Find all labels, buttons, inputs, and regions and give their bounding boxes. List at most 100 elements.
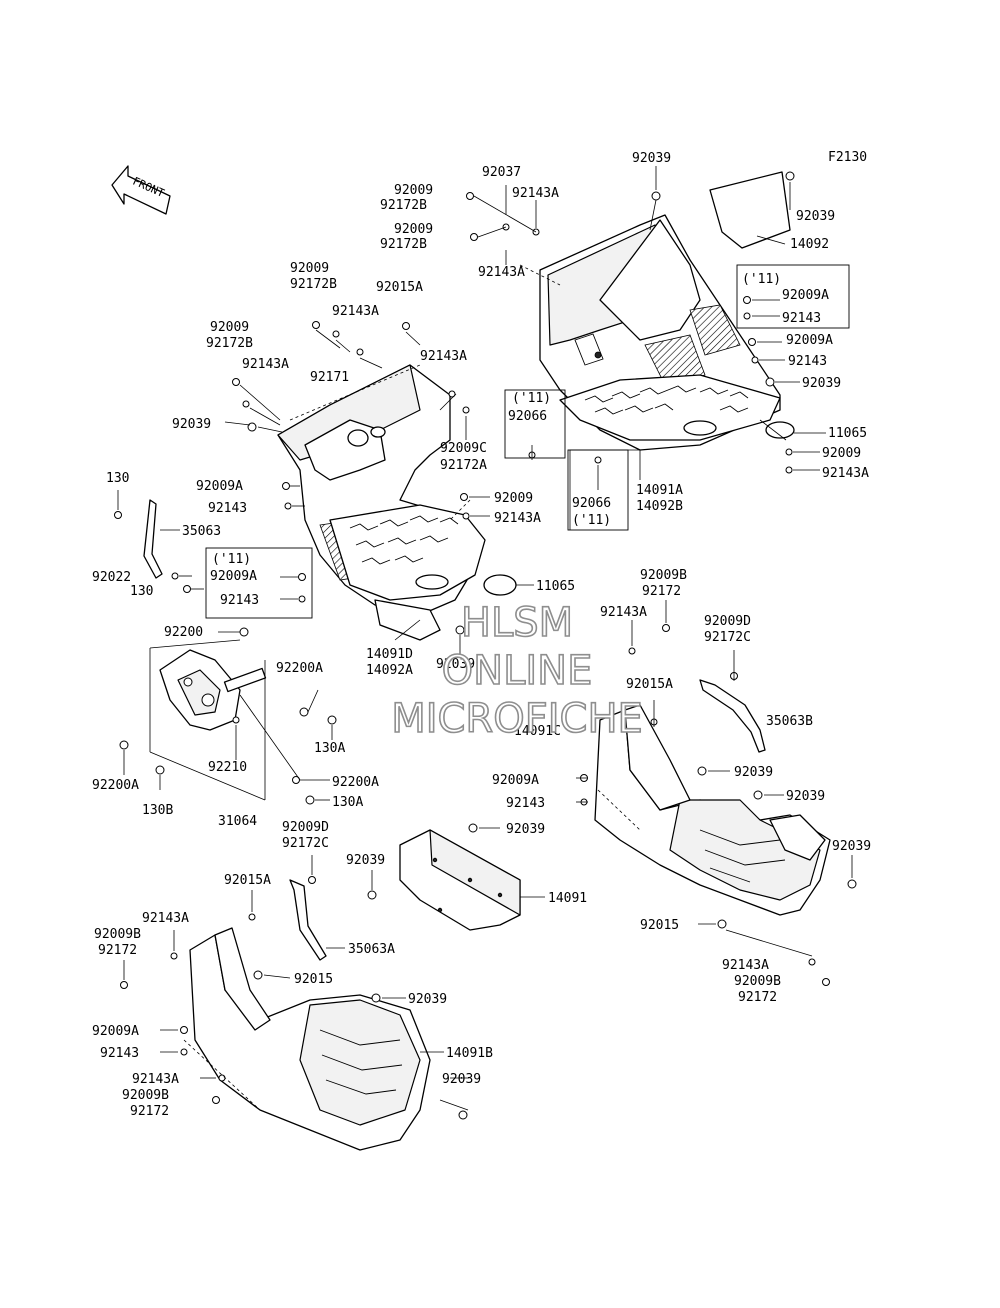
- part-label: 92015: [294, 972, 333, 987]
- part-label: 92009: [290, 261, 329, 276]
- floor-panel-left-14091D: [277, 364, 486, 641]
- part-label: 92039: [786, 789, 825, 804]
- part-label: 92172: [130, 1104, 169, 1119]
- part-label: ('11): [742, 272, 781, 287]
- part-label: 92039: [408, 992, 447, 1007]
- part-labels: 92037 92009 92172B 92143A 92009 92172B 9…: [92, 151, 871, 1119]
- part-label: 14092B: [636, 499, 683, 514]
- front-arrow-icon: FRONT: [111, 165, 171, 215]
- part-label: 92039: [832, 839, 871, 854]
- part-label: 14091A: [636, 483, 683, 498]
- part-label: 92009C: [440, 441, 487, 456]
- part-label: 92143A: [332, 304, 379, 319]
- dashed-guides: [183, 224, 641, 1111]
- part-label: 92143A: [512, 186, 559, 201]
- part-label: 92009B: [734, 974, 781, 989]
- part-label: 92015A: [376, 280, 423, 295]
- part-label: ('11): [572, 513, 611, 528]
- watermark-line-3: MICROFICHE: [391, 696, 643, 742]
- leader-lines: [117, 166, 853, 1111]
- part-label: 130A: [332, 795, 363, 810]
- part-label: 92172B: [380, 198, 427, 213]
- part-label: 92143A: [132, 1072, 179, 1087]
- part-label: 92143A: [494, 511, 541, 526]
- part-label: 11065: [828, 426, 867, 441]
- part-label: 92039: [632, 151, 671, 166]
- part-label: 130B: [142, 803, 173, 818]
- part-label: 92039: [734, 765, 773, 780]
- part-label: 92143A: [420, 349, 467, 364]
- part-label: 92039: [802, 376, 841, 391]
- part-label: 14091C: [514, 724, 561, 739]
- part-label: 92009: [494, 491, 533, 506]
- part-label: 92009D: [282, 820, 329, 835]
- part-label: 130A: [314, 741, 345, 756]
- year-box-center: [504, 389, 566, 459]
- part-label: 92015: [640, 918, 679, 933]
- stay-35063B: [699, 679, 766, 753]
- part-label: 92009A: [786, 333, 833, 348]
- part-label: 14091: [548, 891, 587, 906]
- part-label: 130: [106, 471, 129, 486]
- part-label: 35063B: [766, 714, 813, 729]
- side-guard-right-14091C: [594, 704, 831, 916]
- part-label: 14091D: [366, 647, 413, 662]
- side-plate-14092: [709, 171, 791, 249]
- part-label: ('11): [512, 391, 551, 406]
- part-label: 92037: [482, 165, 521, 180]
- part-label: 92143A: [722, 958, 769, 973]
- year-box-center-2: [567, 449, 629, 531]
- part-label: 92200A: [276, 661, 323, 676]
- part-label: 92143A: [822, 466, 869, 481]
- part-label: 92066: [572, 496, 611, 511]
- part-label: 92039: [796, 209, 835, 224]
- cap-11065-center: [483, 574, 517, 596]
- part-label: 92015A: [626, 677, 673, 692]
- part-label: 92143A: [600, 605, 647, 620]
- part-label: 92210: [208, 760, 247, 775]
- part-label: 92143: [782, 311, 821, 326]
- part-label: 11065: [536, 579, 575, 594]
- fastener-set: [114, 171, 857, 1120]
- watermark-line-2: ONLINE: [442, 648, 593, 694]
- part-label: 92039: [442, 1072, 481, 1087]
- part-label: 92022: [92, 570, 131, 585]
- part-label: 92009: [394, 183, 433, 198]
- part-label: 92009D: [704, 614, 751, 629]
- part-label: 92143: [788, 354, 827, 369]
- part-label: 92143: [208, 501, 247, 516]
- figure-code: F2130: [828, 150, 867, 165]
- part-label: 92143: [100, 1046, 139, 1061]
- part-label: 92009A: [92, 1024, 139, 1039]
- watermark: HLSM ONLINE MICROFICHE: [390, 599, 643, 743]
- part-label: 92039: [436, 657, 475, 672]
- part-label: 92066: [508, 409, 547, 424]
- part-label: 92009A: [492, 773, 539, 788]
- part-label: 92009: [394, 222, 433, 237]
- part-label: 92172B: [206, 336, 253, 351]
- part-label: 92200: [164, 625, 203, 640]
- floor-panel-right-14091A: [539, 214, 781, 451]
- part-label: 92039: [346, 853, 385, 868]
- part-label: 92172: [98, 943, 137, 958]
- part-label: 92172C: [704, 630, 751, 645]
- part-label: 92009B: [94, 927, 141, 942]
- part-label: ('11): [212, 552, 251, 567]
- year-box-left: [205, 547, 313, 619]
- side-guard-left-14091B: [189, 927, 431, 1151]
- part-label: 130: [130, 584, 153, 599]
- stay-35063: [143, 499, 163, 579]
- part-label: 92172: [642, 584, 681, 599]
- part-label: 92172B: [380, 237, 427, 252]
- part-label: 92009: [822, 446, 861, 461]
- part-label: 92039: [506, 822, 545, 837]
- part-label: 92143A: [242, 357, 289, 372]
- year-box-right: [736, 264, 850, 329]
- part-label: 92143: [506, 796, 545, 811]
- part-label: 92200A: [92, 778, 139, 793]
- part-label: 92009A: [210, 569, 257, 584]
- stay-35063A: [289, 879, 327, 961]
- cover-14091: [399, 829, 521, 931]
